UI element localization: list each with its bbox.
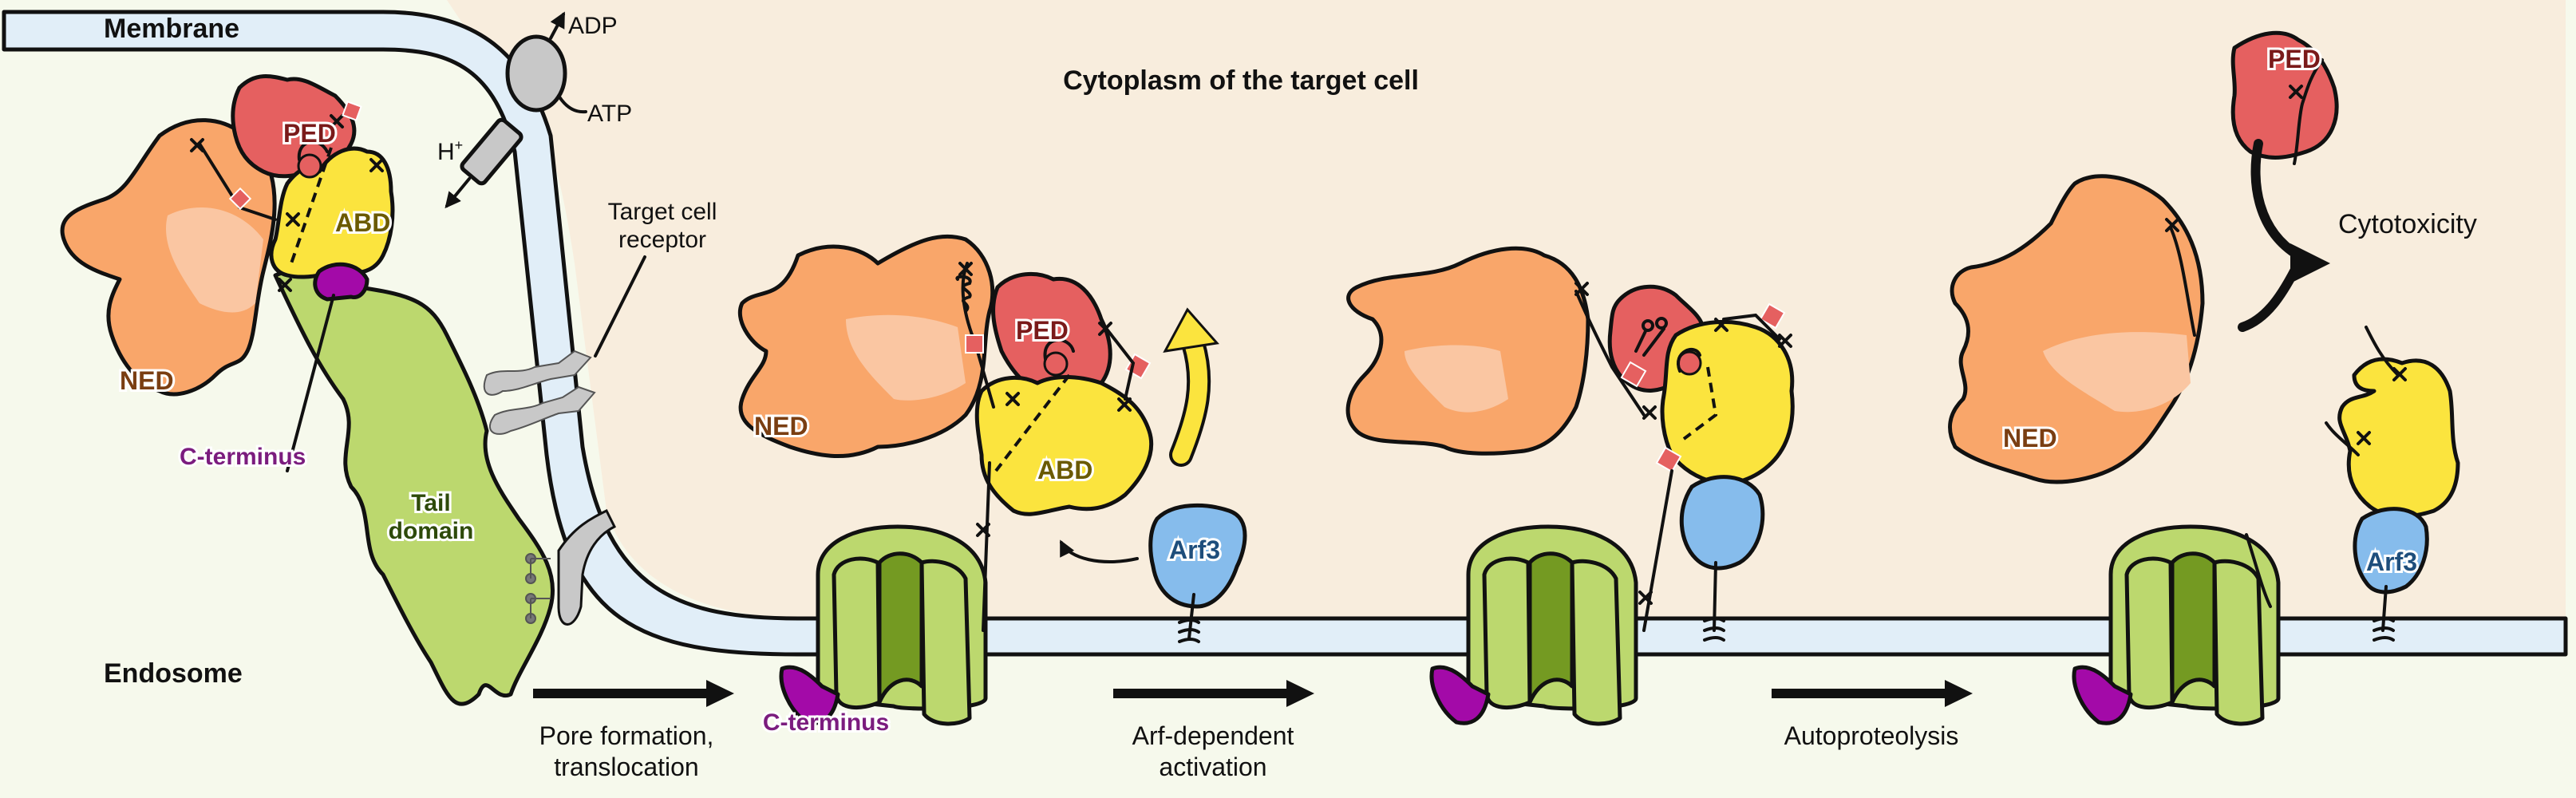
step1-label-line1: Pore formation,	[539, 721, 714, 750]
pore-stage2	[779, 524, 988, 726]
receptor-label-line2: receptor	[618, 227, 706, 253]
abd-label-stage1: ABD	[335, 208, 390, 237]
stage1-toxin	[60, 74, 617, 706]
ped-domain-stage4	[2230, 30, 2339, 160]
receptor-pointer	[594, 255, 646, 358]
stage3-toxin	[1345, 246, 1795, 642]
tail-domain	[273, 268, 555, 706]
arf3-stage4	[2353, 507, 2429, 595]
arf3-label-stage4: Arf3	[2366, 547, 2417, 576]
ned-label-stage2: NED	[754, 412, 808, 440]
ped-label-stage1: PED	[283, 119, 336, 148]
h-plus-label: H+	[437, 137, 463, 165]
proton-pump	[444, 11, 587, 209]
tail-label-line2: domain	[389, 518, 474, 544]
arf3-stage3	[1679, 475, 1765, 571]
ned-label-stage1: NED	[120, 366, 174, 395]
step-arrow-2	[1113, 680, 1314, 707]
step-arrow-3	[1772, 680, 1973, 707]
c-terminus-label-stage2: C-terminus	[763, 709, 889, 736]
abd-label-stage2: ABD	[1037, 456, 1092, 484]
stage4-toxin	[1947, 30, 2460, 642]
endosome-label: Endosome	[104, 658, 243, 689]
membrane-label: Membrane	[104, 14, 239, 44]
ped-label-stage2: PED	[1016, 316, 1069, 345]
step3-label-line1: Autoproteolysis	[1784, 721, 1959, 750]
step2-label-line2: activation	[1159, 753, 1266, 781]
arf3-stage2	[1148, 503, 1247, 609]
cytoplasm-label: Cytoplasm of the target cell	[1063, 65, 1419, 96]
step2-label-line1: Arf-dependent	[1132, 721, 1294, 750]
ped-label-stage4: PED	[2268, 45, 2321, 73]
scissors-icon	[1634, 317, 1668, 357]
stage2-toxin	[737, 234, 1247, 643]
c-terminus-label-stage1: C-terminus	[180, 444, 306, 470]
c-terminus-stage1	[313, 262, 369, 302]
step1-label-line2: translocation	[554, 753, 698, 781]
abd-domain-stage4	[2337, 357, 2460, 519]
abd-domain-stage3	[1660, 320, 1795, 486]
atp-label: ATP	[587, 101, 632, 127]
cytotoxicity-label: Cytotoxicity	[2338, 209, 2477, 239]
abd-domain	[269, 146, 395, 279]
abd-domain-stage2	[974, 375, 1154, 516]
ned-label-stage4: NED	[2003, 424, 2057, 452]
receptor-label-line1: Target cell	[608, 199, 717, 225]
tail-label-line1: Tail	[411, 490, 450, 516]
step-arrow-1	[533, 680, 734, 707]
adp-label: ADP	[568, 13, 618, 39]
arf3-label-stage2: Arf3	[1169, 535, 1220, 564]
